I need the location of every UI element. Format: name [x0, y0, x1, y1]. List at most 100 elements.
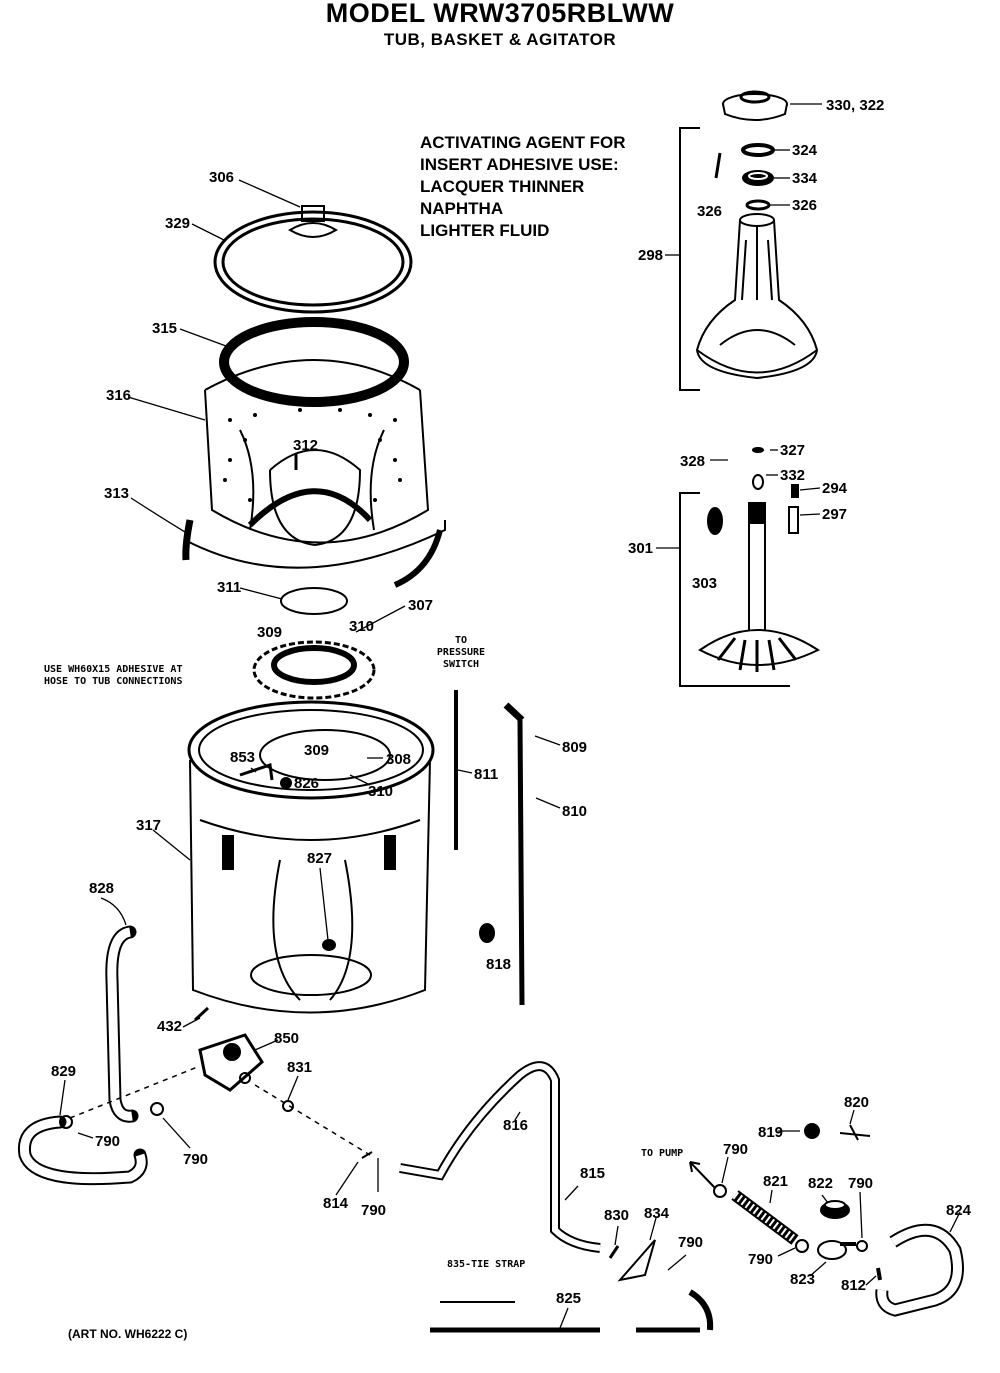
part-820 — [839, 1124, 871, 1141]
label-834: 834 — [644, 1205, 670, 1222]
label-790: 790 — [361, 1202, 386, 1219]
label-830: 830 — [604, 1207, 629, 1224]
fitting-830 — [608, 1245, 620, 1259]
agitator-part-327 — [752, 447, 764, 453]
label-294: 294 — [822, 480, 848, 497]
label-432: 432 — [157, 1018, 182, 1035]
agitator-part-332 — [752, 474, 764, 490]
label-316: 316 — [106, 387, 131, 404]
basket-316 — [184, 359, 446, 569]
label-790: 790 — [678, 1234, 703, 1251]
art-number: (ART NO. WH6222 C) — [68, 1327, 188, 1341]
label-306: 306 — [209, 169, 234, 186]
outer-tub-317 — [187, 700, 435, 1014]
label-310: 310 — [349, 618, 374, 635]
seal-307 — [252, 640, 376, 700]
label-324: 324 — [792, 142, 818, 159]
note-line: USE WH60X15 ADHESIVE AT — [44, 664, 183, 675]
to-pump-note: TO PUMP — [641, 1148, 684, 1159]
label-301: 301 — [628, 540, 653, 557]
label-329: 329 — [165, 215, 190, 232]
part-823 — [817, 1240, 856, 1260]
part-labels: 330, 322 324 334 326 326 298 306 329 315… — [51, 97, 972, 1307]
basket-ring-315 — [219, 317, 409, 407]
pressure-switch-note: TO PRESSURE SWITCH — [426, 635, 496, 671]
ring-311 — [280, 587, 348, 615]
label-816: 816 — [503, 1117, 528, 1134]
connection-dashes — [69, 1065, 371, 1156]
label-828: 828 — [89, 880, 114, 897]
label-814: 814 — [323, 1195, 349, 1212]
label-334: 334 — [792, 170, 818, 187]
label-809: 809 — [562, 739, 587, 756]
label-326: 326 — [697, 203, 722, 220]
label-326: 326 — [792, 197, 817, 214]
hose-829 — [17, 1115, 148, 1186]
agitator-bracket — [679, 127, 700, 391]
label-824: 824 — [946, 1202, 972, 1219]
note-line: INSERT ADHESIVE USE: — [420, 155, 619, 174]
agitator-part-294 — [791, 484, 799, 498]
agitator-dog-334 — [742, 170, 774, 186]
label-309: 309 — [257, 624, 282, 641]
label-327: 327 — [780, 442, 805, 459]
label-315: 315 — [152, 320, 177, 337]
label-823: 823 — [790, 1271, 815, 1288]
label-310: 310 — [368, 783, 393, 800]
agitator-post — [698, 502, 821, 672]
label-819: 819 — [758, 1124, 783, 1141]
label-820: 820 — [844, 1094, 869, 1111]
diagram-subtitle: TUB, BASKET & AGITATOR — [383, 30, 617, 49]
label-307: 307 — [408, 597, 433, 614]
to-pump-arrow — [689, 1161, 716, 1189]
fitting-809 — [503, 702, 525, 723]
label-311: 311 — [217, 579, 241, 596]
label-312: 312 — [293, 437, 318, 454]
label-303: 303 — [692, 575, 717, 592]
note-line: NAPHTHA — [420, 199, 504, 218]
note-line: SWITCH — [442, 659, 480, 670]
grommet-826 — [280, 777, 292, 789]
note-line: PRESSURE — [436, 647, 486, 658]
agitator-part-303 — [707, 507, 723, 535]
label-790: 790 — [723, 1141, 748, 1158]
label-790: 790 — [848, 1175, 873, 1192]
hose-825 — [430, 1289, 714, 1333]
tie-strap-note: 835-TIE STRAP — [447, 1259, 526, 1270]
label-297: 297 — [822, 506, 847, 523]
agitator-lower-bracket — [679, 492, 790, 687]
label-853: 853 — [230, 749, 255, 766]
label-826: 826 — [294, 775, 319, 792]
hose-810 — [517, 719, 525, 1006]
hose-313 — [182, 519, 194, 561]
label-332: 332 — [780, 467, 805, 484]
label-822: 822 — [808, 1175, 833, 1192]
basket-perforations — [223, 403, 402, 502]
clip-814 — [361, 1151, 373, 1159]
screw-432 — [193, 1006, 210, 1022]
agitator-pin — [714, 152, 722, 179]
label-790: 790 — [183, 1151, 208, 1168]
label-790: 790 — [95, 1133, 120, 1150]
agitator-body — [695, 213, 819, 380]
hose-313-right — [393, 529, 443, 588]
label-313: 313 — [104, 485, 129, 502]
hose-824 — [875, 1223, 964, 1317]
label-815: 815 — [580, 1165, 605, 1182]
ring-308 — [259, 729, 391, 781]
label-330-322: 330, 322 — [826, 97, 884, 114]
label-328: 328 — [680, 453, 705, 470]
plug-818 — [479, 923, 495, 943]
agitator-ring-324 — [741, 143, 775, 157]
agitator-cap — [722, 90, 788, 121]
hose-816 — [399, 1061, 601, 1253]
balance-ring-329 — [213, 210, 413, 314]
note-line: LACQUER THINNER — [420, 177, 585, 196]
label-818: 818 — [486, 956, 511, 973]
label-811: 811 — [474, 766, 498, 783]
part-812 — [876, 1267, 882, 1281]
funnel-834 — [617, 1239, 656, 1282]
label-829: 829 — [51, 1063, 76, 1080]
pump-850 — [198, 1033, 264, 1092]
